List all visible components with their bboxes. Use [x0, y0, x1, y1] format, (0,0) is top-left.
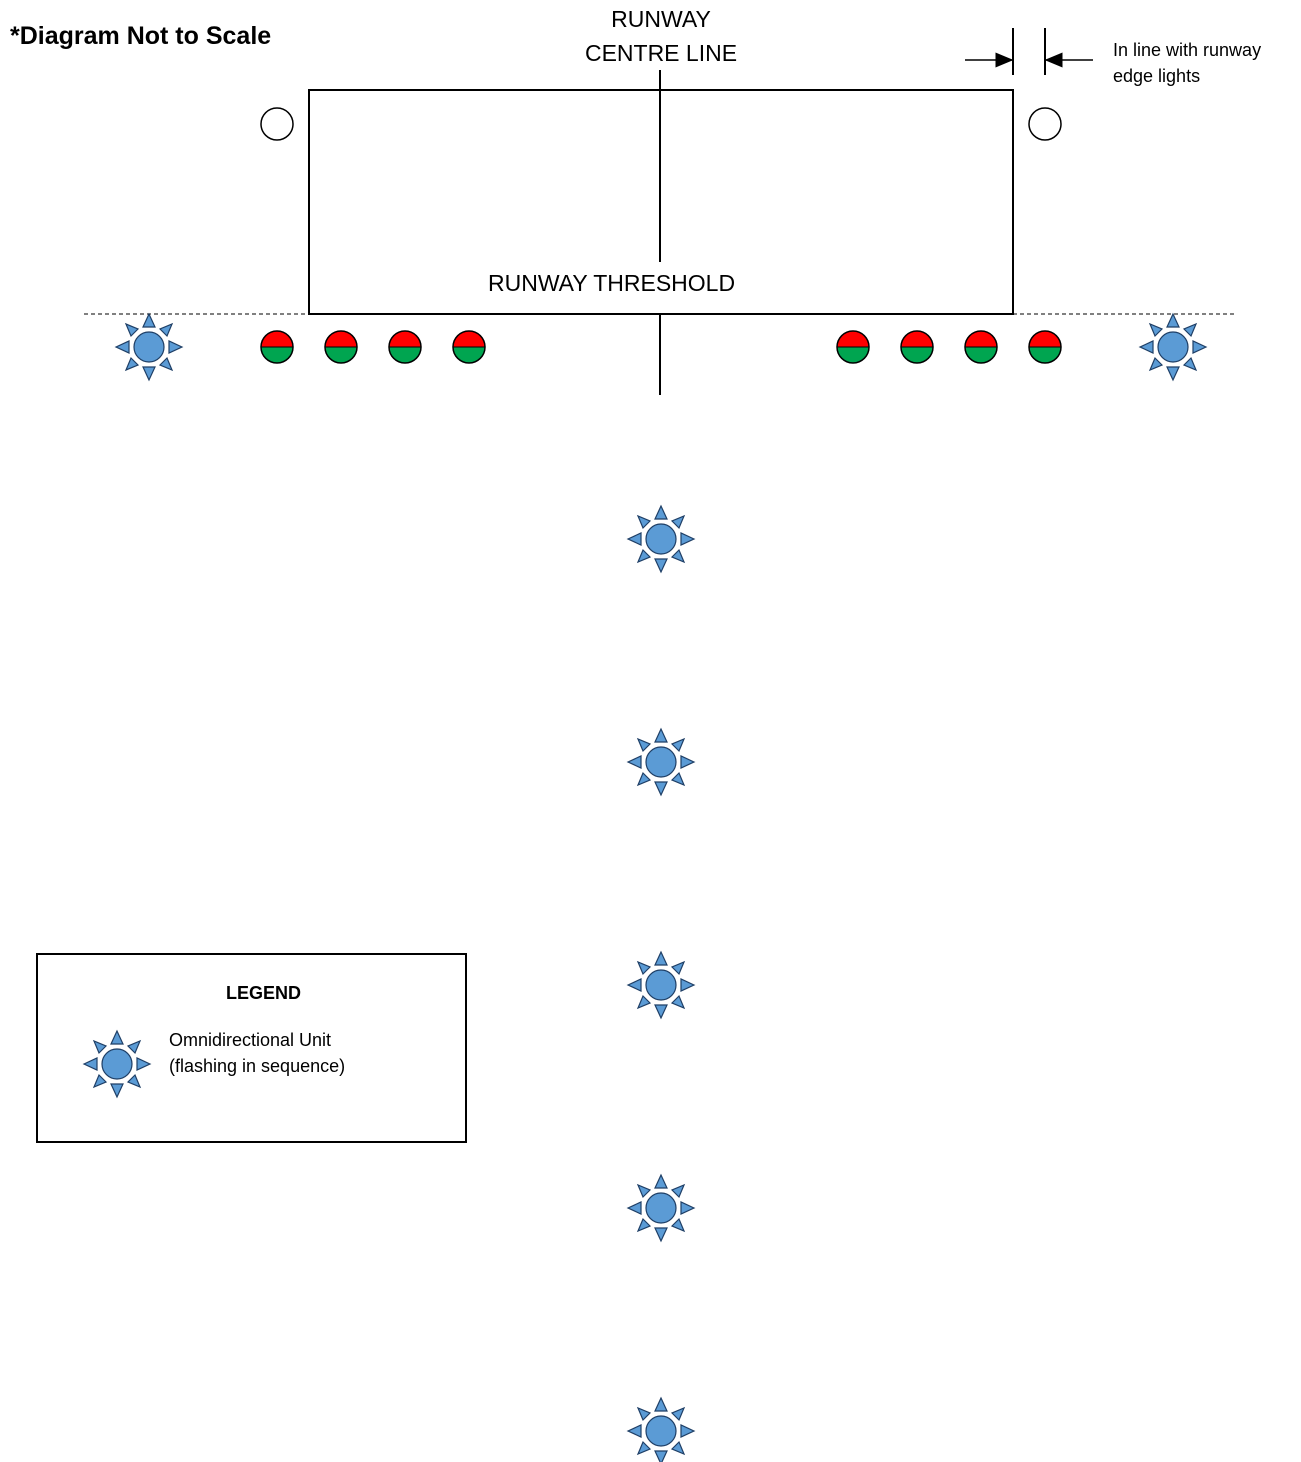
threshold-light-outline	[324, 330, 358, 364]
threshold-light-green-half	[837, 347, 869, 363]
legend-item-label-line1: Omnidirectional Unit	[169, 1030, 332, 1050]
runway-edge-light-left	[260, 107, 294, 141]
runway-edge-light-right	[1028, 107, 1062, 141]
legend-box	[36, 953, 467, 1143]
omnidirectional-unit-icon	[627, 951, 695, 1019]
threshold-light-red-half	[1029, 331, 1061, 347]
threshold-light-red-green	[452, 330, 486, 364]
threshold-light-green-half	[389, 347, 421, 363]
threshold-light-outline	[1028, 330, 1062, 364]
edge-note-line2: edge lights	[1113, 66, 1201, 86]
omnidirectional-unit-icon	[627, 1174, 695, 1242]
threshold-light-red-green	[836, 330, 870, 364]
omnidirectional-unit-icon	[627, 505, 695, 573]
runway-threshold-label: RUNWAY THRESHOLD	[488, 270, 736, 296]
threshold-light-red-green	[964, 330, 998, 364]
threshold-light-outline	[900, 330, 934, 364]
threshold-light-red-half	[261, 331, 293, 347]
threshold-light-red-half	[901, 331, 933, 347]
threshold-light-red-green	[324, 330, 358, 364]
omnidirectional-unit-icon	[627, 728, 695, 796]
legend-item-label-line2: (flashing in sequence)	[169, 1056, 346, 1076]
omnidirectional-unit-icon	[627, 1397, 695, 1462]
threshold-light-red-half	[453, 331, 485, 347]
threshold-light-red-green	[260, 330, 294, 364]
threshold-light-green-half	[965, 347, 997, 363]
threshold-light-red-green	[1028, 330, 1062, 364]
threshold-light-red-half	[965, 331, 997, 347]
threshold-light-outline	[260, 330, 294, 364]
threshold-lights	[260, 330, 1062, 364]
threshold-light-red-half	[389, 331, 421, 347]
threshold-light-outline	[836, 330, 870, 364]
centre-line-label-line2: CENTRE LINE	[584, 40, 738, 66]
threshold-light-outline	[452, 330, 486, 364]
threshold-light-red-green	[900, 330, 934, 364]
legend-title: LEGEND	[226, 983, 302, 1003]
threshold-light-green-half	[901, 347, 933, 363]
threshold-light-green-half	[1029, 347, 1061, 363]
threshold-light-green-half	[453, 347, 485, 363]
threshold-light-red-green	[388, 330, 422, 364]
edge-note-line1: In line with runway	[1113, 40, 1262, 60]
threshold-light-red-half	[837, 331, 869, 347]
omnidirectional-unit-icon	[1139, 313, 1207, 381]
omnidirectional-units	[83, 313, 1207, 1462]
threshold-light-outline	[964, 330, 998, 364]
omnidirectional-unit-icon	[115, 313, 183, 381]
centre-line-label-line1: RUNWAY	[611, 6, 711, 32]
threshold-light-outline	[388, 330, 422, 364]
not-to-scale-note: *Diagram Not to Scale	[10, 22, 272, 50]
threshold-light-green-half	[261, 347, 293, 363]
threshold-light-red-half	[325, 331, 357, 347]
threshold-light-green-half	[325, 347, 357, 363]
